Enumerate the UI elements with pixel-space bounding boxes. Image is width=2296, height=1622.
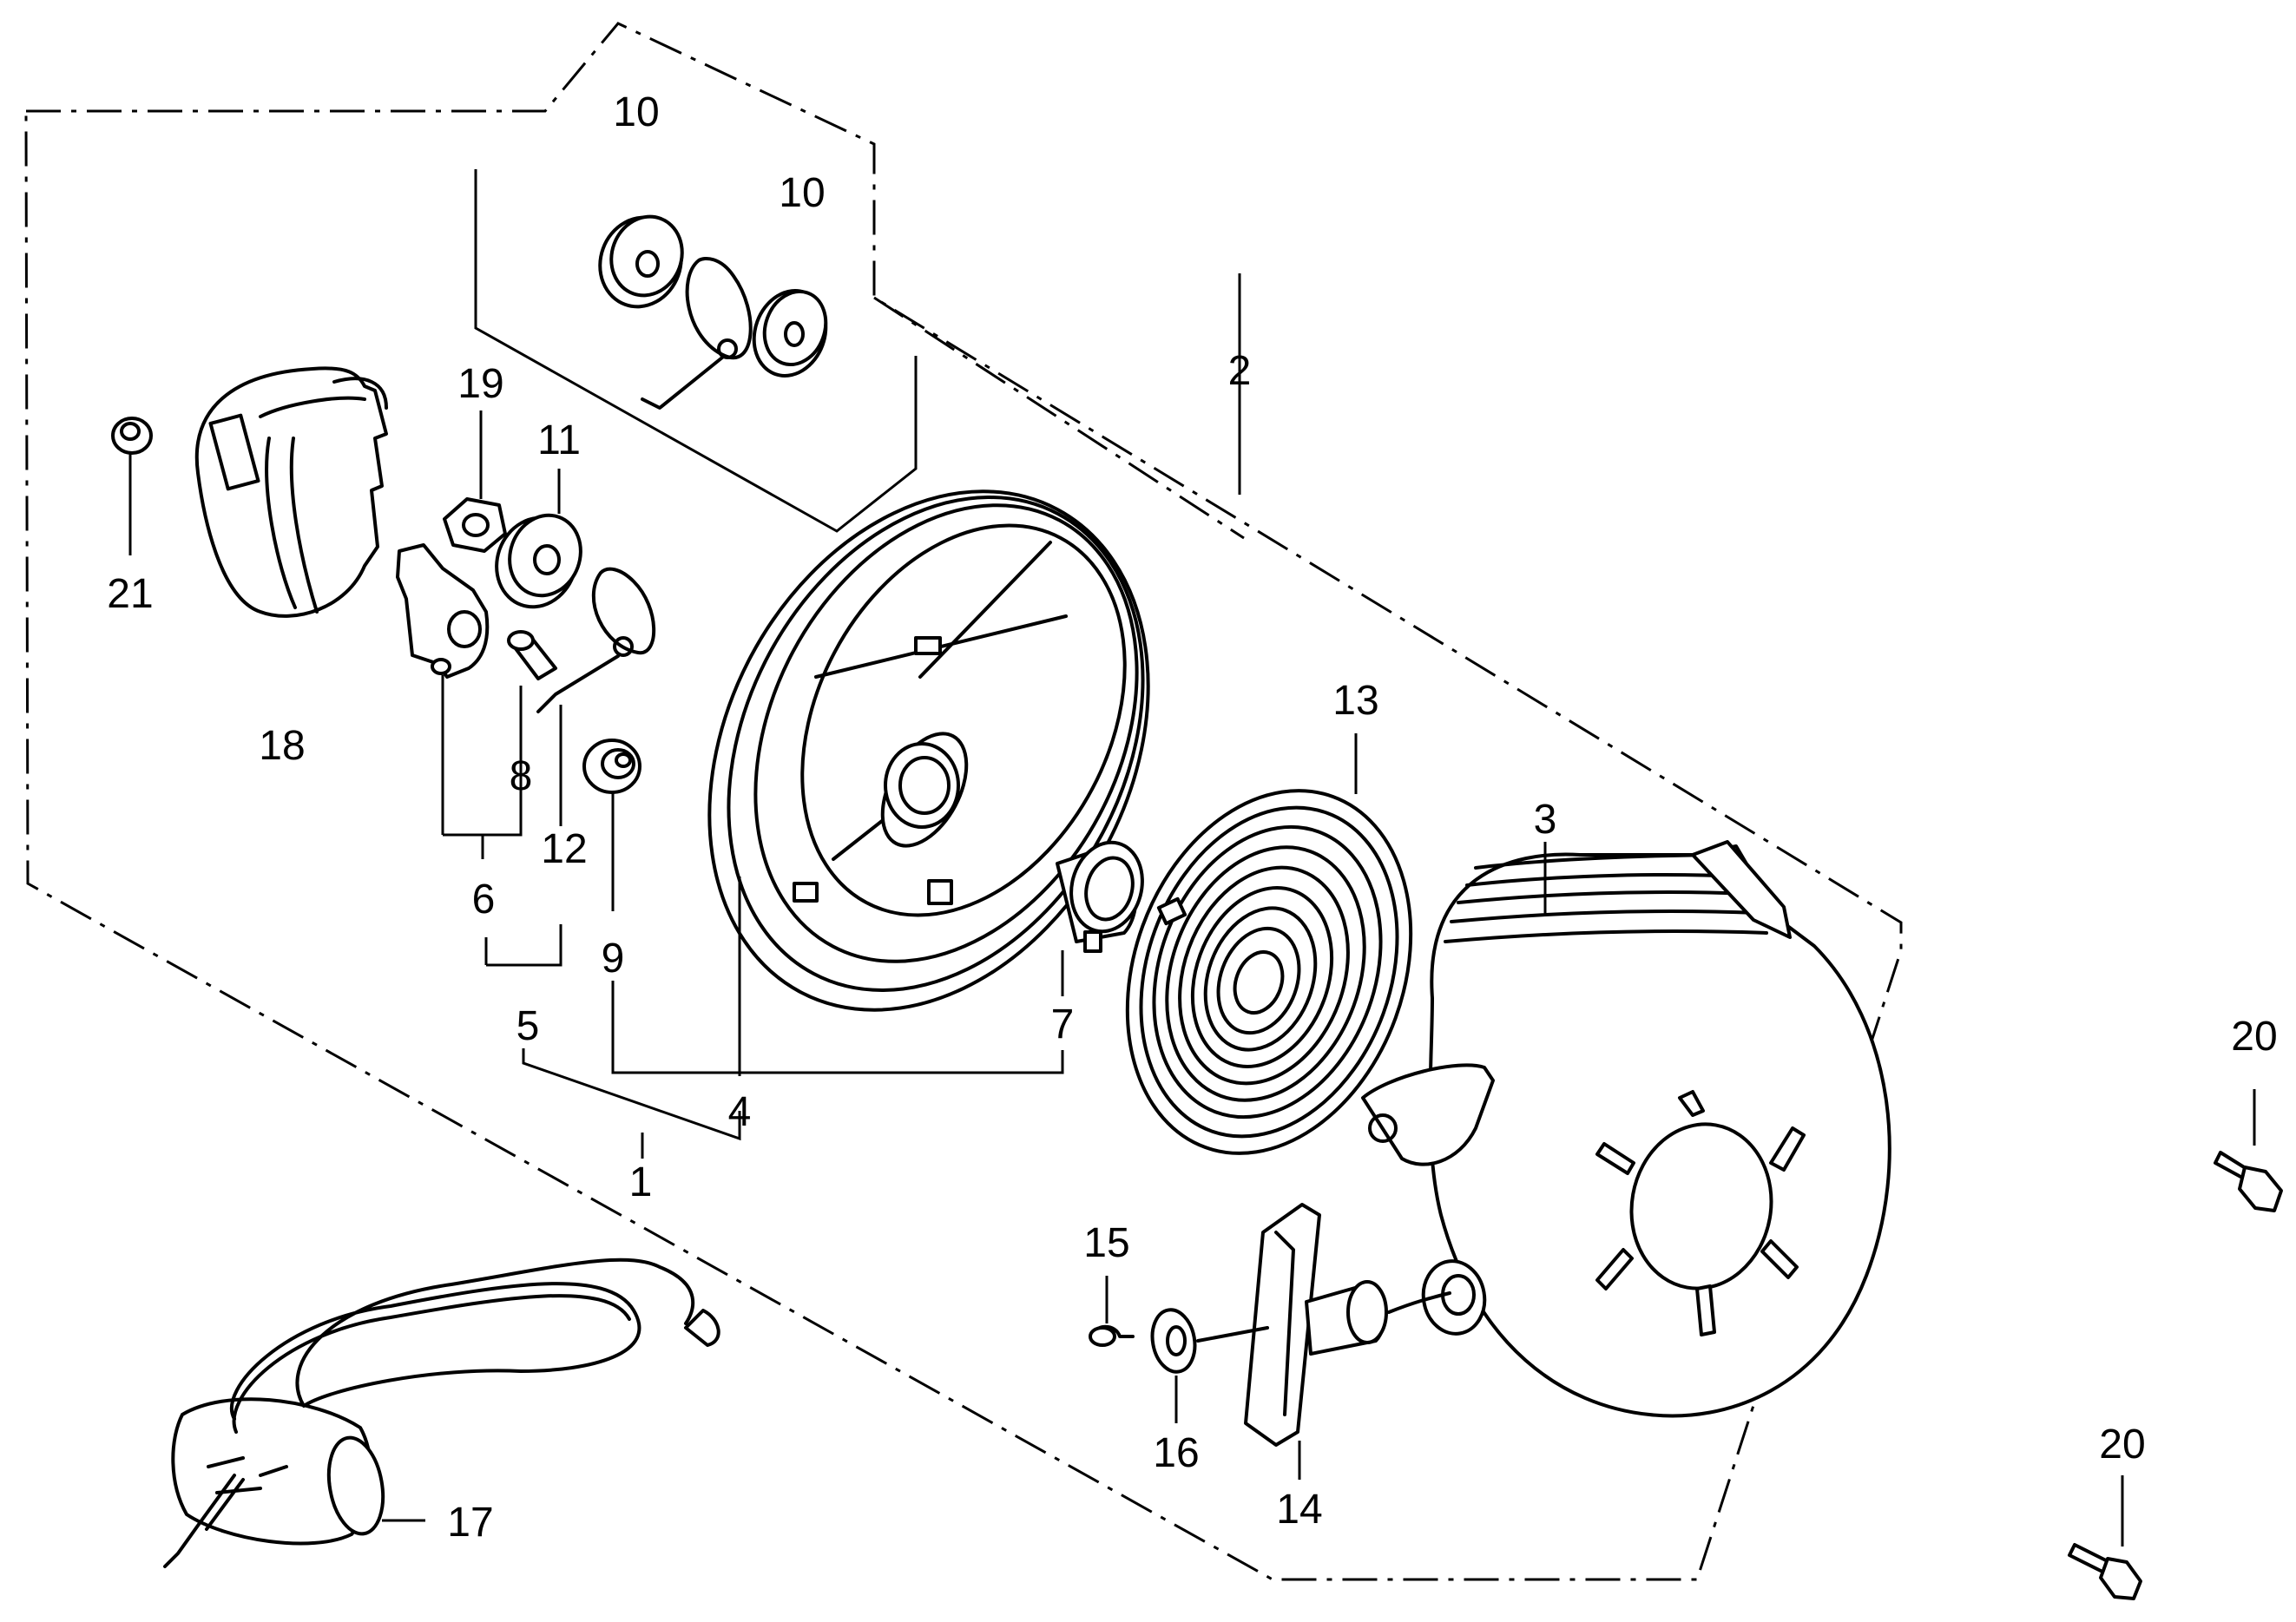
callout-19: 19 bbox=[457, 361, 503, 407]
part-9-bushing bbox=[582, 739, 641, 911]
part-13-spiral-spring bbox=[1125, 733, 1413, 1155]
callout-14: 14 bbox=[1276, 1487, 1322, 1533]
callout-8: 8 bbox=[510, 753, 533, 799]
callout-3: 3 bbox=[1534, 797, 1557, 843]
bracket-leaders bbox=[443, 273, 1241, 1159]
callout-10-upper: 10 bbox=[613, 89, 659, 135]
part-8-pin bbox=[507, 630, 557, 743]
callout-4: 4 bbox=[728, 1089, 752, 1135]
callout-12: 12 bbox=[541, 826, 587, 872]
callout-5: 5 bbox=[516, 1003, 540, 1049]
part-7-collar bbox=[1056, 840, 1144, 996]
part-11-bushing bbox=[495, 469, 582, 609]
part-20-bolt-upper bbox=[2214, 1089, 2283, 1212]
callout-20-upper: 20 bbox=[2231, 1014, 2277, 1060]
callout-7: 7 bbox=[1051, 1001, 1075, 1047]
part-20-bolt-lower bbox=[2068, 1475, 2142, 1600]
part-12-spring bbox=[536, 567, 656, 826]
part-4-pulley bbox=[707, 489, 1150, 1076]
callout-1: 1 bbox=[629, 1159, 653, 1205]
callout-18: 18 bbox=[259, 723, 305, 769]
callout-16: 16 bbox=[1153, 1430, 1199, 1476]
callout-17: 17 bbox=[447, 1500, 493, 1546]
part-6-ratchet bbox=[396, 543, 490, 835]
callout-21: 21 bbox=[107, 571, 153, 617]
part-19-nut bbox=[443, 410, 507, 553]
part-3-starter-case bbox=[1361, 840, 1891, 1418]
part-10-washer-lower bbox=[752, 289, 828, 378]
part-18-cover bbox=[194, 366, 388, 618]
assembly-boundary bbox=[24, 22, 1903, 1581]
part-14-grip bbox=[1244, 1203, 1487, 1480]
callout-15: 15 bbox=[1083, 1220, 1129, 1266]
kit-bracket bbox=[474, 169, 918, 533]
callout-2: 2 bbox=[1228, 348, 1252, 394]
callout-10-lower: 10 bbox=[779, 170, 825, 216]
callout-13: 13 bbox=[1332, 678, 1378, 724]
callout-9: 9 bbox=[602, 936, 625, 982]
callout-20-lower: 20 bbox=[2099, 1422, 2145, 1468]
callout-11: 11 bbox=[537, 417, 581, 463]
callout-6: 6 bbox=[472, 877, 496, 923]
part-10-washer-upper bbox=[598, 214, 684, 309]
part-17-starter-rope bbox=[163, 1258, 720, 1568]
part-10-return-spring bbox=[641, 257, 753, 410]
part-16-washer bbox=[1150, 1308, 1269, 1423]
part-15-clip bbox=[1089, 1276, 1135, 1347]
part-21-nut bbox=[111, 417, 153, 555]
